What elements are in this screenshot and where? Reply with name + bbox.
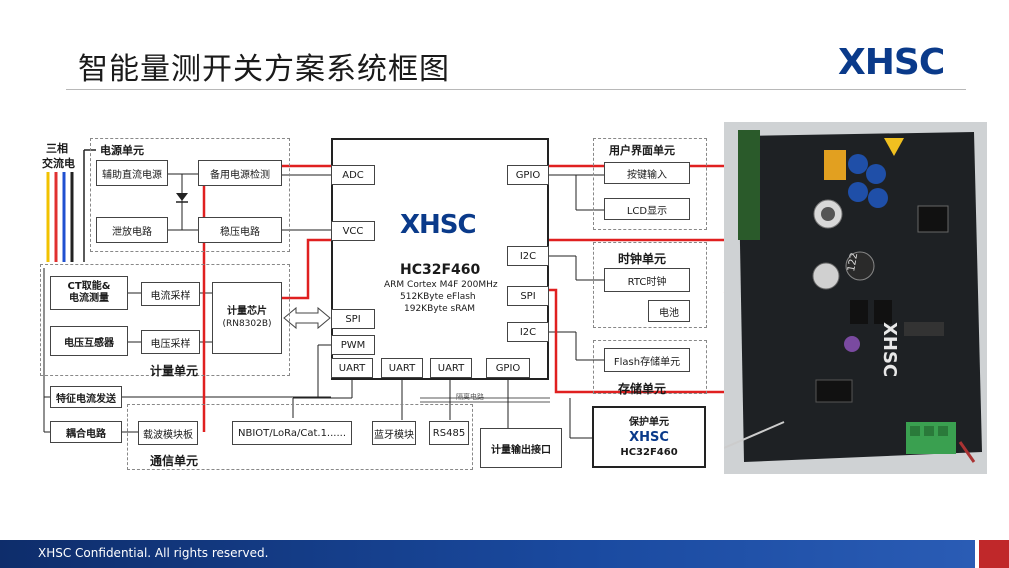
brand-logo: XHSC [838,42,945,83]
comm-unit-title: 通信单元 [150,454,199,468]
power-unit-group [90,138,290,252]
comm-unit-group [127,404,473,470]
storage-unit-title: 存储单元 [618,382,667,396]
mcu-flash: 512KByte eFlash [400,292,476,302]
clock-unit-title: 时钟单元 [618,252,667,266]
diagram-connectors [43,149,934,439]
slide-title: 智能量测开关方案系统框图 [78,52,450,87]
rs485-block: RS485 [429,421,469,445]
port-gpio-top: GPIO [507,165,549,185]
port-adc: ADC [331,165,375,185]
pcb-photo: 122 XHSC [724,122,987,474]
metering-chip-block: 计量芯片 (RN8302B) [212,282,282,354]
lcd-block: LCD显示 [604,198,690,220]
current-sample-block: 电流采样 [141,282,200,306]
title-divider [66,89,966,90]
plc-board-block: 载波模块板 [138,421,198,445]
protect-unit-block: 保护单元 XHSC HC32F460 [592,406,706,468]
storage-unit-group [593,340,707,394]
spi-bidirectional-arrow [283,306,331,330]
pcb-illustration: 122 XHSC [724,122,987,474]
metering-unit-title: 计量单元 [150,364,199,378]
port-gpio-bottom: GPIO [486,358,530,378]
board-silk-logo: XHSC [879,322,900,377]
regulator-block: 稳压电路 [198,217,282,243]
coupling-block: 耦合电路 [50,421,122,443]
port-uart-1: UART [331,358,373,378]
footer-accent [979,540,1009,568]
port-pwm: PWM [331,335,375,355]
ui-unit-title: 用户界面单元 [609,144,675,157]
bluetooth-block: 蓝牙模块 [372,421,416,445]
ct-block: CT取能& 电流测量 [50,276,128,310]
protect-unit-title: 保护单元 [629,416,669,428]
discharge-block: 泄放电路 [96,217,168,243]
nbiot-block: NBIOT/LoRa/Cat.1...... [232,421,352,445]
mcu-core: ARM Cortex M4F 200MHz [384,280,498,290]
port-spi-right: SPI [507,286,549,306]
metering-unit-group [40,264,290,376]
footer-confidential: XHSC Confidential. All rights reserved. [38,546,269,560]
port-i2c-2: I2C [507,322,549,342]
backup-detect-block: 备用电源检测 [198,160,282,186]
meter-output-block: 计量输出接口 [480,428,562,468]
footer-bar [0,540,975,568]
flash-storage-block: Flash存储单元 [604,348,690,372]
voltage-sample-block: 电压采样 [141,330,200,354]
port-vcc: VCC [331,221,375,241]
inductor-label: 122 [846,252,860,273]
protect-chip: HC32F460 [620,446,678,458]
feature-current-block: 特征电流发送 [50,386,122,408]
three-phase-label-2: 交流电 [42,157,75,170]
diode-icon [176,193,188,201]
rtc-block: RTC时钟 [604,268,690,292]
key-input-block: 按键输入 [604,162,690,184]
protect-logo: XHSC [629,429,669,445]
mcu-name: HC32F460 [400,262,481,278]
aux-dc-block: 辅助直流电源 [96,160,168,186]
isolation-label: 隔离电路 [456,393,484,401]
voltage-transformer-block: 电压互感器 [50,326,128,356]
metering-chip-label: 计量芯片 [227,306,267,317]
port-uart-3: UART [430,358,472,378]
port-uart-2: UART [381,358,423,378]
port-i2c-1: I2C [507,246,549,266]
power-unit-title: 电源单元 [100,144,144,157]
ct-label-2: 电流测量 [69,293,109,304]
ct-label-1: CT取能& [67,281,111,292]
ui-unit-group [593,138,707,230]
clock-unit-group [593,242,707,328]
metering-chip-model: (RN8302B) [222,319,272,329]
battery-block: 电池 [648,300,690,322]
port-spi-left: SPI [331,309,375,329]
mcu-sram: 192KByte sRAM [404,304,476,314]
mcu-logo: XHSC [400,210,477,240]
three-phase-label-1: 三相 [46,142,68,155]
